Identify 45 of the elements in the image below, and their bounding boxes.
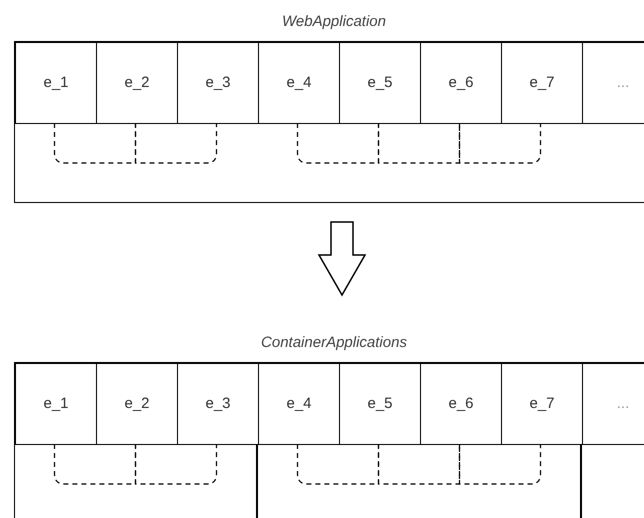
dashed-bracket [296,444,380,485]
cell-box [339,42,421,124]
cell-box [501,363,583,445]
cell-label: e_5 [367,394,393,414]
dashed-bracket [458,444,542,485]
dashed-bracket [134,123,218,164]
cell-box [15,363,97,445]
cell-label: ... [616,72,630,93]
container-title: ContainerApplications [261,333,407,353]
dashed-bracket [296,123,380,164]
cell-box [15,42,97,124]
dashed-bracket [378,444,460,485]
cell-label: e_7 [529,394,555,414]
cell-label: e_5 [367,72,393,93]
cell-label: e_6 [448,72,474,93]
cell-box [177,42,259,124]
cell-box [339,363,421,445]
cell-box [420,363,502,445]
cell-box [582,42,644,124]
cell-box [96,363,178,445]
cell-label: e_4 [286,394,312,414]
cell-label: e_6 [448,394,474,414]
cell-box [177,363,259,445]
cell-label: e_1 [43,394,69,414]
cell-label: ... [616,394,630,414]
cell-label: e_2 [124,72,150,93]
dashed-bracket [134,444,218,485]
cell-box [258,42,340,124]
cell-label: e_1 [43,72,69,93]
cell-box [420,42,502,124]
dashed-bracket [54,123,136,164]
cell-label: e_4 [286,72,312,93]
cell-label: e_2 [124,394,150,414]
cell-label: e_7 [529,72,555,93]
dashed-bracket [54,444,136,485]
dashed-bracket [458,123,542,164]
cell-box [96,42,178,124]
block-arrow [318,221,366,296]
cell-box [582,363,644,445]
container-title: WebApplication [282,12,386,32]
dashed-bracket [378,123,460,164]
cell-box [501,42,583,124]
cell-box [258,363,340,445]
cell-label: e_3 [205,72,231,93]
cell-label: e_3 [205,394,231,414]
